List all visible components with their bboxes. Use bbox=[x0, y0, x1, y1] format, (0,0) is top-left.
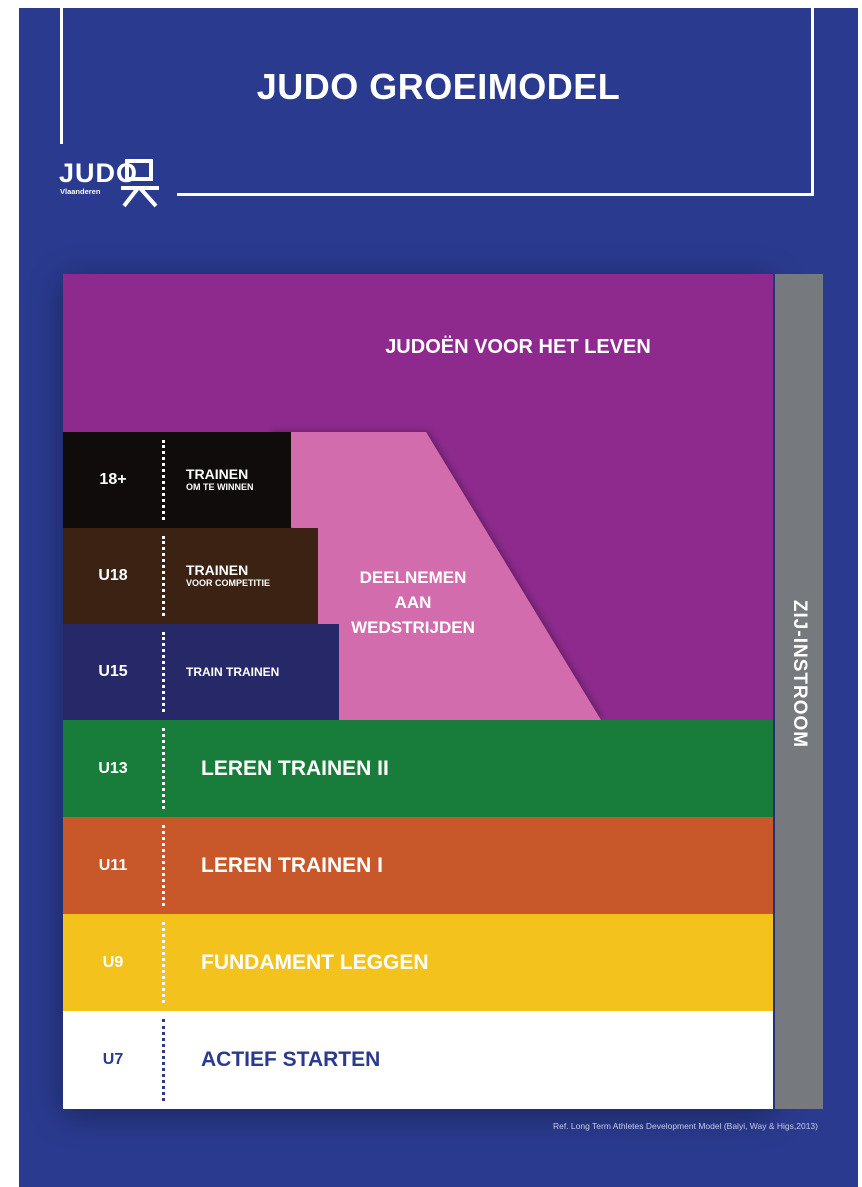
dotted-divider bbox=[162, 536, 165, 616]
stage-band-u9: U9 FUNDAMENT LEGGEN bbox=[63, 914, 773, 1011]
stage-band-u15: U15 TRAIN TRAINEN bbox=[63, 624, 339, 720]
stage-label: ACTIEF STARTEN bbox=[201, 1048, 381, 1071]
dotted-divider bbox=[162, 1019, 165, 1101]
stage-code: U7 bbox=[102, 1051, 124, 1068]
reference-note: Ref. Long Term Athletes Development Mode… bbox=[552, 1121, 818, 1131]
stage-label: FUNDAMENT LEGGEN bbox=[201, 950, 429, 974]
frame-left-line bbox=[60, 8, 63, 144]
growth-model: JUDOËN VOOR HET LEVEN DEELNEMEN AAN WEDS… bbox=[63, 274, 773, 1109]
dotted-divider bbox=[162, 825, 165, 906]
stage-label: TRAIN TRAINEN bbox=[186, 624, 279, 720]
stage-code: U18 bbox=[98, 567, 128, 584]
poster: JUDO GROEIMODEL JUDO Vlaanderen JUDOËN V… bbox=[19, 8, 858, 1187]
stage-label: LEREN TRAINEN I bbox=[201, 853, 384, 877]
stage-code: U11 bbox=[98, 856, 128, 874]
frame-right-line bbox=[811, 8, 814, 196]
stage-subtitle: OM TE WINNEN bbox=[186, 482, 254, 492]
competition-label: DEELNEMEN AAN WEDSTRIJDEN bbox=[333, 565, 493, 640]
logo-subtitle: Vlaanderen bbox=[60, 187, 101, 196]
dotted-divider bbox=[162, 632, 165, 712]
frame-bottom-line bbox=[177, 193, 814, 196]
logo-name: JUDO bbox=[59, 158, 139, 188]
competition-line: WEDSTRIJDEN bbox=[351, 618, 475, 637]
stage-label: LEREN TRAINEN II bbox=[201, 756, 389, 780]
judoka-icon bbox=[121, 159, 159, 208]
stage-title: TRAINEN bbox=[186, 562, 249, 578]
side-entry-label: ZIJ-INSTROOM bbox=[789, 599, 810, 749]
dotted-divider bbox=[162, 728, 165, 809]
competition-line: AAN bbox=[394, 593, 432, 612]
stage-band-u18: U18 TRAINEN VOOR COMPETITIE bbox=[63, 528, 318, 624]
stage-subtitle: VOOR COMPETITIE bbox=[186, 578, 271, 588]
stage-title: TRAINEN bbox=[186, 466, 249, 482]
life-stage-label: JUDOËN VOOR HET LEVEN bbox=[385, 336, 651, 358]
competition-shape bbox=[268, 432, 601, 720]
stage-title: TRAIN TRAINEN bbox=[186, 664, 280, 679]
competition-band bbox=[268, 432, 601, 720]
stage-band-u11: U11 LEREN TRAINEN I bbox=[63, 817, 773, 914]
stage-code: 18+ bbox=[99, 471, 127, 488]
stage-band-u7: U7 ACTIEF STARTEN bbox=[63, 1011, 773, 1109]
stage-band-u13: U13 LEREN TRAINEN II bbox=[63, 720, 773, 817]
competition-line: DEELNEMEN bbox=[359, 568, 467, 587]
stage-label: TRAINEN OM TE WINNEN bbox=[186, 432, 254, 528]
stage-label: TRAINEN VOOR COMPETITIE bbox=[186, 528, 270, 624]
stage-band-18plus: 18+ TRAINEN OM TE WINNEN bbox=[63, 432, 291, 528]
poster-title: JUDO GROEIMODEL bbox=[256, 66, 621, 107]
dotted-divider bbox=[162, 922, 165, 1003]
side-entry-bar: ZIJ-INSTROOM bbox=[775, 274, 823, 1109]
stage-code: U13 bbox=[98, 759, 128, 777]
judo-vlaanderen-logo: JUDO Vlaanderen bbox=[59, 158, 169, 218]
stage-code: U9 bbox=[102, 953, 124, 971]
dotted-divider bbox=[162, 440, 165, 520]
stage-code: U15 bbox=[98, 663, 128, 680]
